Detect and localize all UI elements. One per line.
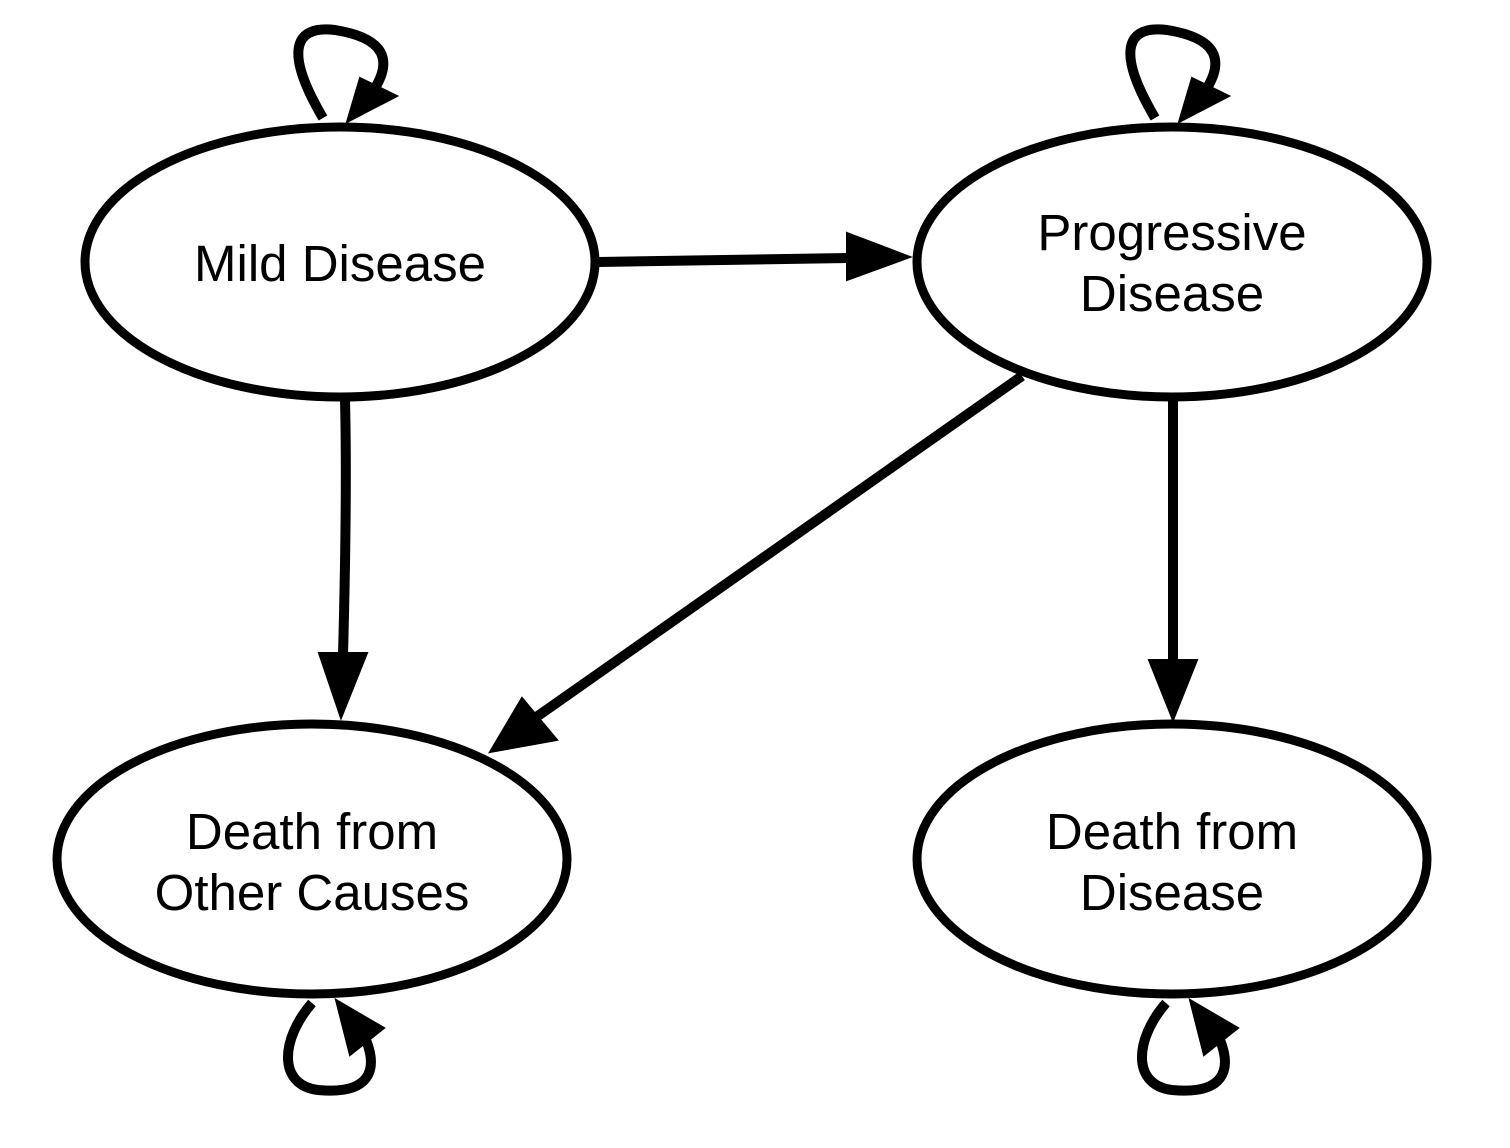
node-progressive-disease-label-line2: Disease: [1080, 265, 1264, 322]
edge-progressive-to-death-disease: [1147, 400, 1199, 723]
node-death-other-causes-label-line2: Other Causes: [155, 864, 470, 921]
edge-mild-to-death-other: [317, 399, 369, 721]
node-death-from-disease-label-line2: Disease: [1080, 864, 1264, 921]
node-death-from-disease-label-line1: Death from: [1046, 803, 1298, 860]
node-mild-disease-label: Mild Disease: [194, 235, 486, 292]
node-progressive-disease: Progressive Disease: [912, 122, 1432, 402]
edge-death-disease-self-loop: [1137, 997, 1240, 1096]
node-death-other-causes-label-line1: Death from: [186, 803, 438, 860]
edge-progressive-to-death-other: [488, 371, 1025, 754]
edge-death-other-self-loop: [283, 997, 386, 1096]
node-mild-disease: Mild Disease: [80, 122, 600, 402]
node-death-from-disease: Death from Disease: [912, 719, 1432, 999]
node-progressive-disease-label-line1: Progressive: [1037, 204, 1306, 261]
node-death-other-causes: Death from Other Causes: [52, 719, 572, 999]
edge-mild-self-loop: [293, 24, 400, 124]
edge-progressive-self-loop: [1125, 24, 1232, 124]
edge-mild-to-progressive: [597, 231, 913, 282]
